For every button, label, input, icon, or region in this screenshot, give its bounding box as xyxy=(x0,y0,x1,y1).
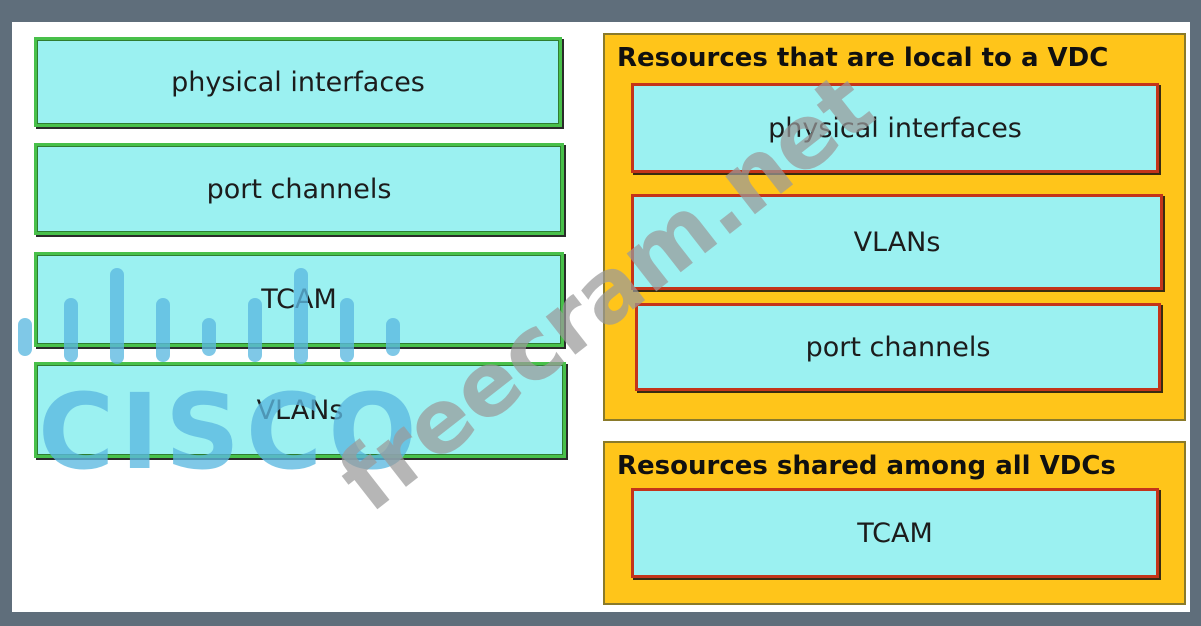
local-panel-title: Resources that are local to a VDC xyxy=(617,43,1109,73)
source-item-port-channels[interactable]: port channels xyxy=(34,143,564,235)
source-item-label: TCAM xyxy=(261,284,337,315)
local-item-physical-interfaces[interactable]: physical interfaces xyxy=(631,83,1159,173)
local-item-vlans[interactable]: VLANs xyxy=(631,194,1163,290)
local-item-label: physical interfaces xyxy=(768,112,1022,144)
local-item-port-channels[interactable]: port channels xyxy=(635,303,1161,391)
source-item-physical-interfaces[interactable]: physical interfaces xyxy=(34,37,562,127)
shared-panel-title: Resources shared among all VDCs xyxy=(617,451,1116,481)
source-item-label: VLANs xyxy=(256,394,344,426)
shared-item-tcam[interactable]: TCAM xyxy=(631,488,1159,578)
local-item-label: VLANs xyxy=(853,226,941,258)
source-item-label: physical interfaces xyxy=(171,66,425,98)
source-item-tcam[interactable]: TCAM xyxy=(34,252,564,347)
source-item-label: port channels xyxy=(206,173,392,205)
shared-item-label: TCAM xyxy=(857,517,933,549)
local-item-label: port channels xyxy=(805,331,991,363)
source-item-vlans[interactable]: VLANs xyxy=(34,362,566,458)
